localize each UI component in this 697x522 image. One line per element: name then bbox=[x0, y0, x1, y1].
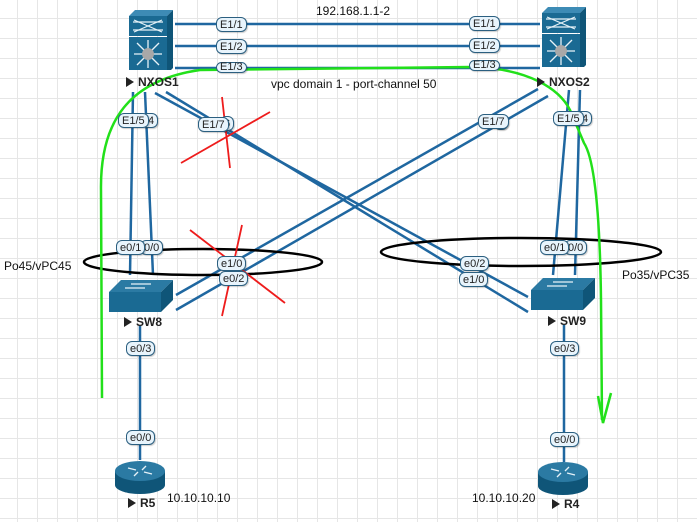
port-nxos1-e12[interactable]: E1/2 bbox=[216, 39, 247, 54]
expand-triangle-icon[interactable] bbox=[548, 316, 556, 326]
r4-device[interactable] bbox=[537, 460, 589, 496]
sw9-label: SW9 bbox=[548, 314, 586, 328]
po35-label: Po35/vPC35 bbox=[622, 268, 690, 282]
expand-triangle-icon[interactable] bbox=[124, 317, 132, 327]
peer-link-ip-label: 192.168.1.1-2 bbox=[316, 4, 391, 18]
nexus-switch-icon bbox=[542, 7, 586, 67]
expand-triangle-icon[interactable] bbox=[552, 499, 560, 509]
l2-switch-icon bbox=[531, 278, 595, 310]
vpc-domain-label: vpc domain 1 - port-channel 50 bbox=[271, 77, 437, 91]
port-sw8-e02[interactable]: e0/2 bbox=[219, 271, 249, 286]
traffic-arrowhead bbox=[596, 392, 613, 424]
po45-label: Po45/vPC45 bbox=[4, 259, 72, 273]
nexus-switch-icon bbox=[129, 10, 173, 70]
sw8-label: SW8 bbox=[124, 315, 162, 329]
nxos1-device[interactable] bbox=[125, 10, 175, 70]
portchannel-ring-po45 bbox=[82, 247, 324, 277]
port-sw9-e03[interactable]: e0/3 bbox=[550, 341, 580, 356]
port-sw9-e02[interactable]: e0/2 bbox=[460, 256, 490, 271]
port-nxos1-e13[interactable]: E1/3 bbox=[216, 62, 247, 73]
port-nxos2-e11[interactable]: E1/1 bbox=[469, 16, 500, 31]
r5-device[interactable] bbox=[114, 459, 166, 495]
port-nxos1-e15[interactable]: E1/5 bbox=[118, 113, 149, 128]
r5-ip-label: 10.10.10.10 bbox=[167, 491, 231, 505]
router-icon bbox=[538, 462, 588, 495]
r4-label: R4 bbox=[552, 497, 579, 511]
port-nxos2-e13[interactable]: E1/3 bbox=[469, 60, 500, 71]
nxos2-device[interactable] bbox=[538, 7, 588, 67]
port-nxos2-e15[interactable]: E1/5 bbox=[553, 111, 584, 126]
sw9-device[interactable] bbox=[531, 278, 597, 310]
port-r4-e00[interactable]: e0/0 bbox=[550, 432, 580, 447]
r4-ip-label: 10.10.10.20 bbox=[472, 491, 536, 505]
port-sw9-e01[interactable]: e0/1 bbox=[540, 240, 570, 255]
sw8-device[interactable] bbox=[109, 280, 175, 312]
port-sw8-e00[interactable]: 0/0 bbox=[140, 240, 164, 255]
expand-triangle-icon[interactable] bbox=[126, 77, 134, 87]
port-sw8-e10[interactable]: e1/0 bbox=[217, 256, 247, 271]
port-sw8-e01[interactable]: e0/1 bbox=[116, 240, 146, 255]
portchannel-ring-po35 bbox=[379, 236, 663, 268]
port-r5-e00[interactable]: e0/0 bbox=[126, 430, 156, 445]
nxos1-label: NXOS1 bbox=[126, 75, 179, 89]
nxos2-label: NXOS2 bbox=[537, 75, 590, 89]
expand-triangle-icon[interactable] bbox=[128, 498, 136, 508]
port-sw8-e03[interactable]: e0/3 bbox=[126, 341, 156, 356]
port-nxos2-e17[interactable]: E1/7 bbox=[478, 114, 509, 129]
expand-triangle-icon[interactable] bbox=[537, 77, 545, 87]
port-nxos2-e12[interactable]: E1/2 bbox=[469, 38, 500, 53]
r5-label: R5 bbox=[128, 496, 155, 510]
l2-switch-icon bbox=[109, 280, 173, 312]
port-nxos1-e11[interactable]: E1/1 bbox=[216, 17, 247, 32]
router-icon bbox=[115, 461, 165, 494]
traffic-path-arrow bbox=[99, 65, 604, 421]
failure-mark-nxos1 bbox=[180, 96, 271, 169]
port-sw9-e10[interactable]: e1/0 bbox=[459, 272, 489, 287]
port-nxos1-e17[interactable]: E1/7 bbox=[198, 117, 229, 132]
